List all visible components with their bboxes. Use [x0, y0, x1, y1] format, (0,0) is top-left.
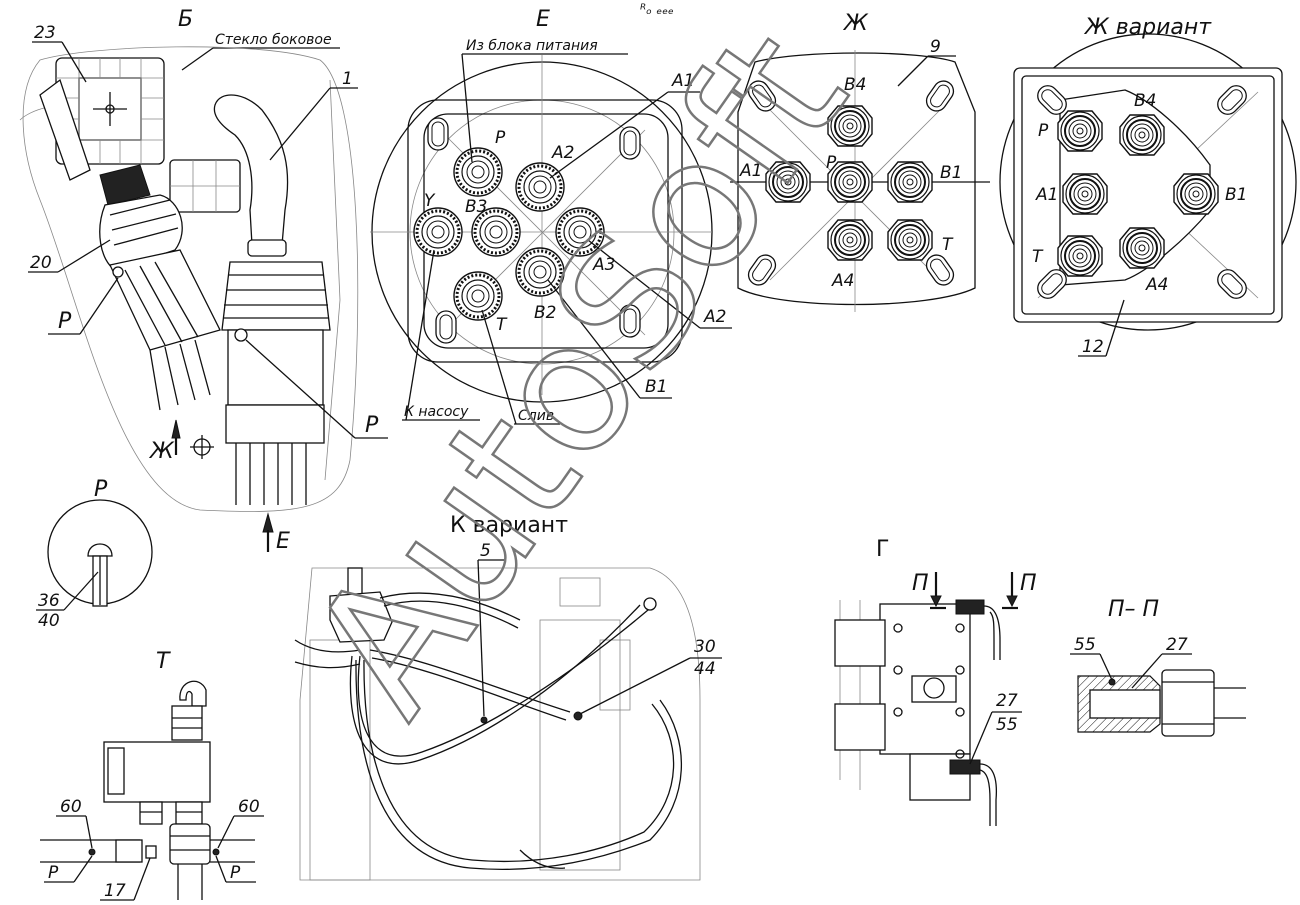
- callout-5: 5: [480, 541, 491, 561]
- watermark: AutoSoft: [272, 0, 887, 750]
- callout-44: 44: [694, 659, 716, 679]
- port-zhv-b4: В4: [1134, 91, 1156, 111]
- view-zh-title: Ж: [842, 11, 869, 36]
- callout-p-left: Р: [48, 863, 59, 883]
- port-e-a3: А3: [592, 255, 615, 275]
- port-zhv-p: Р: [1038, 121, 1049, 141]
- view-k-variant: К вариант 5 30 44: [294, 513, 722, 881]
- port-zh-b4: В4: [844, 75, 866, 95]
- port-zhv-a1: А1: [1035, 185, 1058, 205]
- section-mark-p-right: Р: [365, 413, 379, 438]
- callout-1: 1: [342, 69, 353, 89]
- port-zh-a4: А4: [831, 271, 854, 291]
- callout-60-left: 60: [60, 797, 82, 817]
- view-zh-variant: Ж вариант Р В4 А1 В1 Т А4 12: [999, 15, 1297, 357]
- arrow-zh-label: Ж: [148, 439, 175, 464]
- top-tiny-text: ᴿₒ ₑₑₑ: [640, 2, 674, 18]
- port-e-y: Y: [424, 191, 436, 211]
- view-p: Р 36 40: [36, 477, 153, 631]
- callout-36: 36: [38, 591, 60, 611]
- callout-p-right: Р: [230, 863, 241, 883]
- callout-55-pp: 55: [1074, 635, 1096, 655]
- arrow-e-label: Е: [276, 529, 290, 554]
- port-zh-p: Р: [826, 153, 837, 173]
- callout-27-g: 27: [996, 691, 1018, 711]
- glass-label: Стекло боковое: [215, 32, 332, 48]
- callout-17: 17: [104, 881, 126, 901]
- power-label: Из блока питания: [466, 38, 598, 54]
- view-g: Г П П 27 55: [834, 537, 1037, 826]
- port-zh-b1: В1: [940, 163, 962, 183]
- pump-label: К насосу: [404, 404, 469, 420]
- port-e-b2: В2: [534, 303, 556, 323]
- callout-40: 40: [38, 611, 60, 631]
- drain-label: Слив: [518, 408, 554, 424]
- right-joystick: [213, 94, 331, 505]
- callout-12: 12: [1082, 337, 1104, 357]
- port-zhv-a4: А4: [1145, 275, 1168, 295]
- port-zhv-t: Т: [1032, 247, 1044, 267]
- port-zhv-b1: В1: [1225, 185, 1247, 205]
- port-e-b3: В3: [465, 197, 487, 217]
- callout-27-pp: 27: [1166, 635, 1188, 655]
- view-e-title: Е: [536, 7, 550, 32]
- callout-23: 23: [34, 23, 56, 43]
- view-b: Б Стекло боковое: [19, 7, 388, 554]
- port-e-p: Р: [495, 128, 506, 148]
- section-mark-p1: П: [912, 571, 929, 596]
- view-g-title: Г: [876, 537, 889, 562]
- callout-9: 9: [930, 37, 941, 57]
- view-t: Т 60 60 Р Р 17: [40, 649, 264, 901]
- port-e-t: Т: [496, 315, 508, 335]
- callout-60-right: 60: [238, 797, 260, 817]
- port-e-a2-right: А2: [703, 307, 726, 327]
- view-pp: П– П 55 27: [1070, 597, 1246, 737]
- callout-20: 20: [30, 253, 52, 273]
- left-joystick: [39, 78, 221, 411]
- view-zh: Ж 9 В4 А1 Р В1 Т А4: [730, 11, 990, 312]
- view-p-title: Р: [94, 477, 108, 502]
- port-zh-t: Т: [942, 235, 954, 255]
- view-zhv-title: Ж вариант: [1083, 15, 1212, 40]
- port-e-b1: В1: [645, 377, 667, 397]
- callout-30: 30: [694, 637, 716, 657]
- view-t-title: Т: [156, 649, 171, 674]
- view-e: Е Из блока питания Р Y В3 А2 А3 В2 Т А1 …: [370, 7, 732, 425]
- section-mark-p2: П: [1020, 571, 1037, 596]
- section-mark-p-left: Р: [58, 309, 72, 334]
- view-pp-title: П– П: [1108, 597, 1159, 622]
- port-zh-a1: А1: [739, 161, 762, 181]
- port-e-a1: А1: [671, 71, 694, 91]
- port-e-a2-top: А2: [551, 143, 574, 163]
- view-b-title: Б: [178, 7, 193, 32]
- callout-55-g: 55: [996, 715, 1018, 735]
- view-k-title: К вариант: [450, 513, 568, 538]
